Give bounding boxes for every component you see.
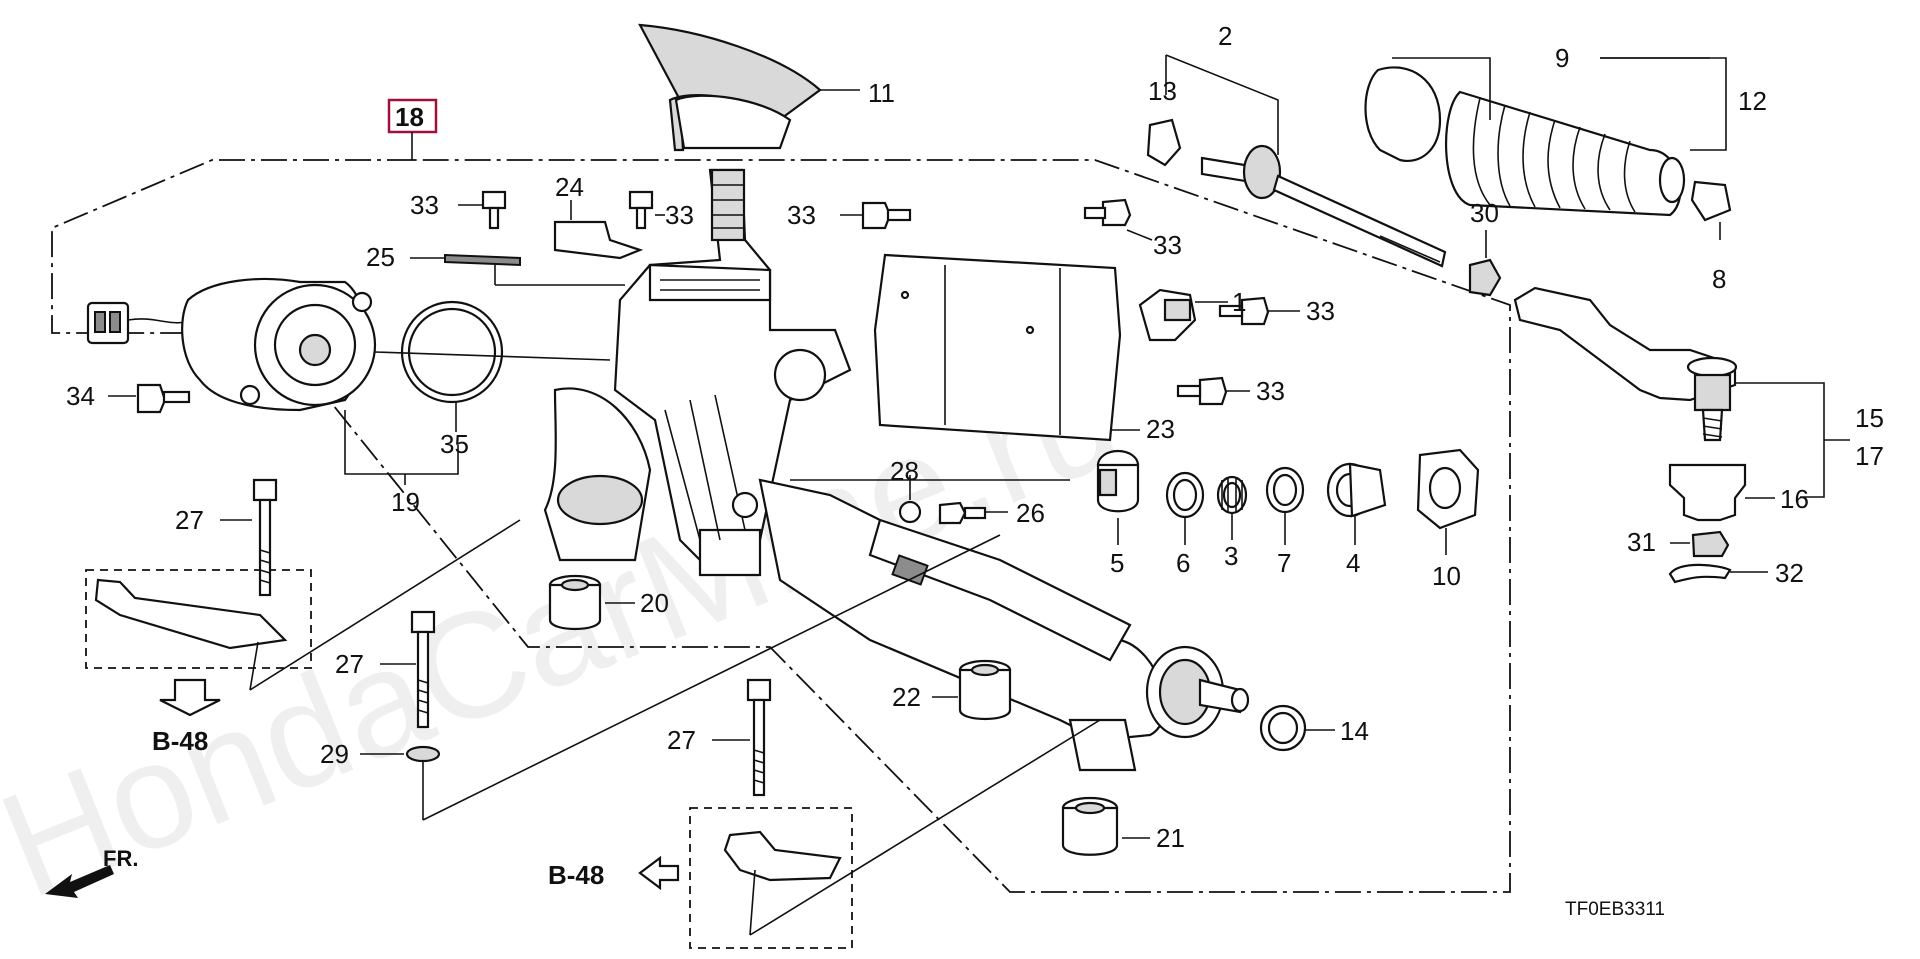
boot-part-12 [1364, 66, 1686, 217]
bushing-part-21 [1061, 718, 1137, 856]
callout-35: 35 [440, 429, 469, 459]
clip-part-8 [1690, 180, 1732, 222]
cover-part-11 [638, 23, 860, 152]
bottom-bracket-box [689, 807, 853, 949]
callout-26: 26 [1016, 498, 1045, 528]
callout-13: 13 [1148, 76, 1177, 106]
callout-21: 21 [1156, 823, 1185, 853]
gearbox-housing [543, 168, 852, 577]
front-arrow-icon [45, 865, 114, 898]
assembly-label: 18 [395, 102, 424, 132]
callout-27a: 27 [175, 505, 204, 535]
arrow-down-icon [159, 678, 221, 717]
yoke-part-5 [1096, 449, 1140, 513]
callout-28: 28 [890, 456, 919, 486]
callout-10: 10 [1432, 561, 1461, 591]
callout-20: 20 [640, 588, 669, 618]
callout-23: 23 [1146, 414, 1175, 444]
cushion-part-4 [1326, 462, 1387, 518]
ring-part-6 [1165, 471, 1205, 519]
boot-part-16 [1668, 463, 1747, 522]
bolt-part-33b [628, 190, 654, 230]
callout-27c: 27 [667, 725, 696, 755]
callout-25: 25 [366, 242, 395, 272]
callout-15: 15 [1855, 403, 1884, 433]
ref-label-bottom: B-48 [548, 860, 604, 890]
cover-plate-part-23 [873, 253, 1122, 442]
callout-33a: 33 [410, 190, 439, 220]
bolt-part-33c [861, 201, 912, 230]
bolt-part-26 [938, 501, 967, 525]
bolt-part-33a [481, 190, 507, 230]
callout-7: 7 [1277, 548, 1291, 578]
tie-rod-end-part-15 [1513, 286, 1738, 442]
mounting-bracket-left [94, 578, 288, 650]
nut-part-30 [1468, 258, 1502, 297]
callout-34: 34 [66, 381, 95, 411]
ref-label-left: B-48 [152, 726, 208, 756]
locknut-part-10 [1416, 448, 1480, 530]
callout-11: 11 [868, 78, 895, 108]
callout-6: 6 [1176, 548, 1190, 578]
callout-33b: 33 [665, 200, 694, 230]
ring-part-7 [1265, 466, 1305, 514]
callout-31: 31 [1627, 527, 1656, 557]
callout-33d: 33 [1153, 230, 1182, 260]
callout-2: 2 [1218, 21, 1232, 51]
bracket-part-1 [1138, 288, 1197, 342]
bracket-part-24 [553, 220, 644, 260]
bolt-part-33d [1083, 198, 1132, 227]
callout-24: 24 [555, 172, 584, 202]
washer-part-29 [405, 745, 441, 763]
bolt-part-27b [410, 610, 436, 729]
callout-17: 17 [1855, 441, 1884, 471]
diagram-code: TF0EB3311 [1565, 899, 1665, 920]
callout-22: 22 [892, 682, 921, 712]
lock-washer-part-13 [1146, 118, 1182, 167]
callout-14: 14 [1340, 716, 1369, 746]
bolt-part-33e [1218, 296, 1270, 326]
callout-33c: 33 [787, 200, 816, 230]
callout-8: 8 [1712, 264, 1726, 294]
callout-33e: 33 [1306, 296, 1335, 326]
spring-part-3 [1216, 475, 1248, 515]
bolt-part-27a [252, 478, 278, 597]
shim-part-25 [444, 253, 521, 267]
callout-12: 12 [1738, 86, 1767, 116]
washer-part-28 [898, 500, 922, 524]
callout-27b: 27 [335, 649, 364, 679]
motor-part-19 [86, 277, 377, 412]
callout-32: 32 [1775, 558, 1804, 588]
callout-1: 1 [1232, 287, 1246, 317]
nut-part-31 [1691, 530, 1730, 558]
callout-29: 29 [320, 739, 349, 769]
cotter-pin-part-32 [1668, 563, 1732, 584]
callout-9: 9 [1555, 43, 1569, 73]
bolt-part-34 [136, 383, 167, 414]
callout-33f: 33 [1256, 376, 1285, 406]
assembly-outline [51, 159, 1511, 893]
bolt-part-33f [1176, 376, 1228, 406]
bushing-part-22 [958, 659, 1012, 720]
callout-3: 3 [1224, 541, 1238, 571]
bolt-part-27c [746, 678, 772, 797]
front-arrow-label: FR. [103, 846, 138, 871]
rack-housing-tube [731, 478, 1250, 742]
callout-5: 5 [1110, 548, 1124, 578]
callout-30: 30 [1470, 198, 1499, 228]
assembly-label-box [387, 98, 438, 134]
callout-4: 4 [1346, 548, 1360, 578]
tie-rod-part-2 [1200, 144, 1447, 268]
callout-16: 16 [1780, 484, 1809, 514]
arrow-left-icon [638, 855, 680, 891]
mounting-bracket-bottom [723, 830, 842, 882]
callout-19: 19 [391, 487, 420, 517]
bushing-part-20 [548, 574, 602, 630]
left-bracket-box [85, 569, 312, 669]
